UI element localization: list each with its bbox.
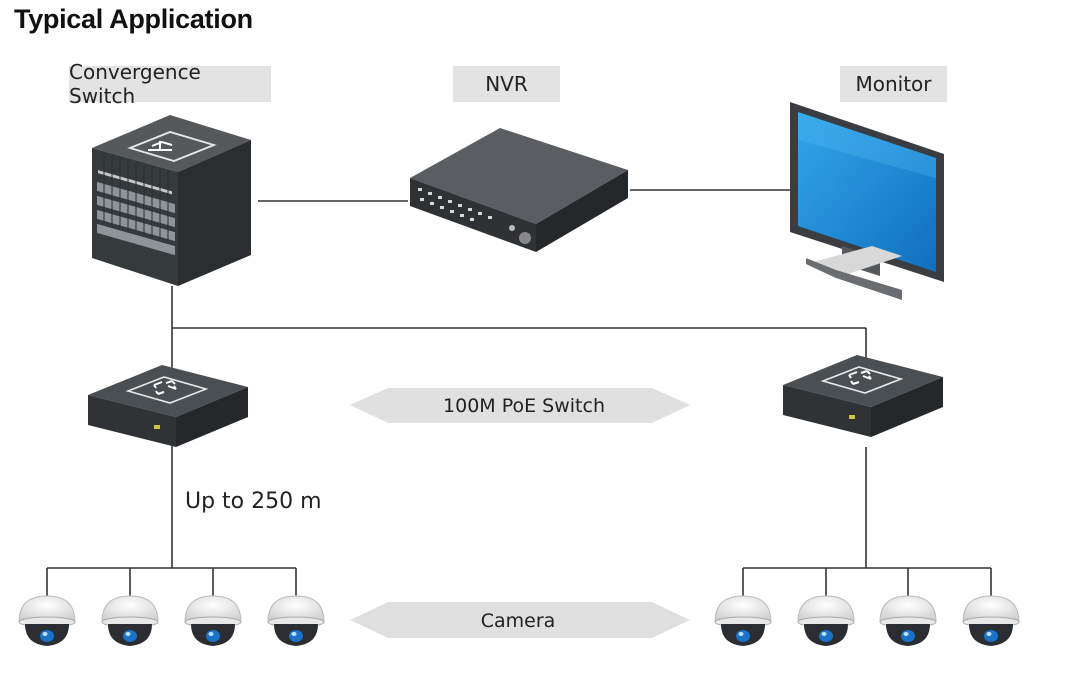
dome-camera-icon <box>714 595 772 647</box>
convergence-switch-label: Convergence Switch <box>69 60 271 108</box>
nvr-icon <box>410 128 628 252</box>
nvr-label: NVR <box>453 66 560 102</box>
distance-label: Up to 250 m <box>185 489 322 514</box>
convergence-switch-icon <box>92 115 251 286</box>
poe-switch-icon <box>782 354 944 438</box>
dome-camera-icon <box>267 595 325 647</box>
poe-switch-label: 100M PoE Switch <box>443 395 605 417</box>
dome-camera-icon <box>18 595 76 647</box>
dome-camera-icon <box>879 595 937 647</box>
dome-camera-icon <box>101 595 159 647</box>
connection-lines <box>46 189 992 600</box>
dome-camera-icon <box>962 595 1020 647</box>
dome-camera-icon <box>797 595 855 647</box>
dome-camera-icon <box>184 595 242 647</box>
poe-switch-icon <box>87 364 249 448</box>
poe-switch-arrow: 100M PoE Switch <box>350 388 690 423</box>
camera-label: Camera <box>481 610 556 632</box>
monitor-icon <box>790 102 944 300</box>
camera-arrow: Camera <box>350 602 690 638</box>
page-title: Typical Application <box>14 4 253 34</box>
monitor-label: Monitor <box>840 66 947 102</box>
